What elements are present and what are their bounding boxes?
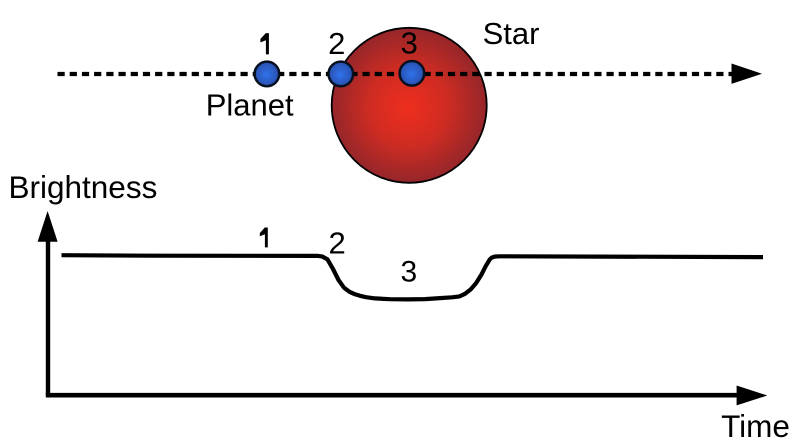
svg-text:Time: Time [721, 408, 790, 444]
svg-text:3: 3 [400, 256, 417, 289]
svg-text:Planet: Planet [206, 88, 294, 123]
svg-text:Star: Star [483, 16, 540, 51]
svg-text:Brightness: Brightness [9, 169, 158, 205]
svg-text:3: 3 [401, 26, 418, 61]
svg-text:2: 2 [328, 225, 345, 260]
svg-text:2: 2 [328, 26, 345, 61]
